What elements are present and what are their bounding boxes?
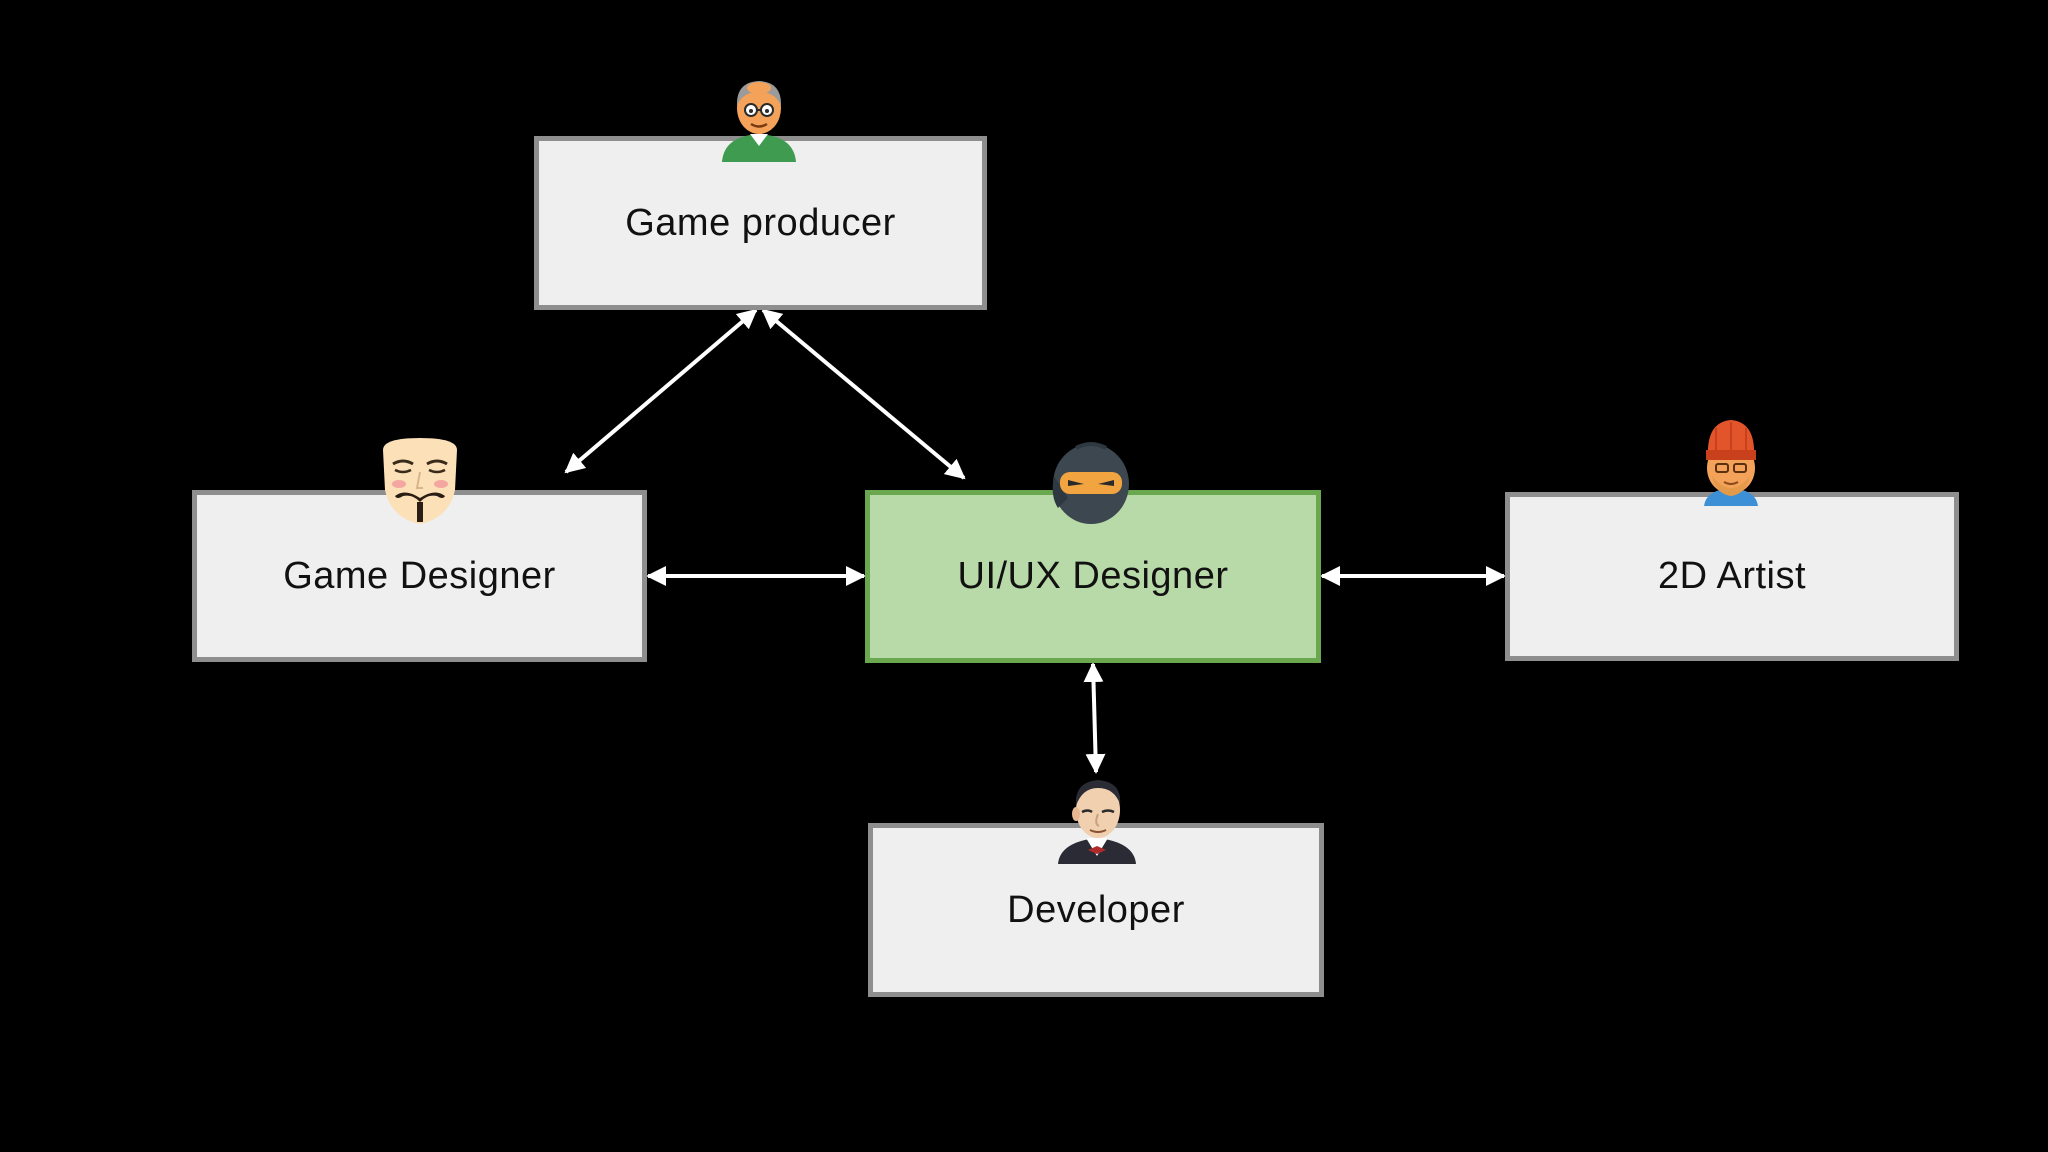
arrow-uiux-developer [1083,662,1106,774]
guy-fawkes-mask-icon [383,438,457,524]
butler-icon [1058,780,1136,864]
node-label: UI/UX Designer [957,555,1229,597]
node-label: Game Designer [283,554,556,597]
old-man-glasses-icon [722,81,796,162]
ninja-icon [1052,442,1129,524]
arrow-producer-gamedesigner [564,308,758,474]
node-label: 2D Artist [1657,555,1807,597]
node-label: Developer [1007,888,1185,931]
artist-beanie-icon [1704,420,1758,506]
arrow-producer-uiux [761,308,966,480]
node-label: Game producer [625,201,896,244]
node-game-producer: Game producer [534,136,987,310]
node-2d-artist: 2D Artist [1505,492,1959,661]
